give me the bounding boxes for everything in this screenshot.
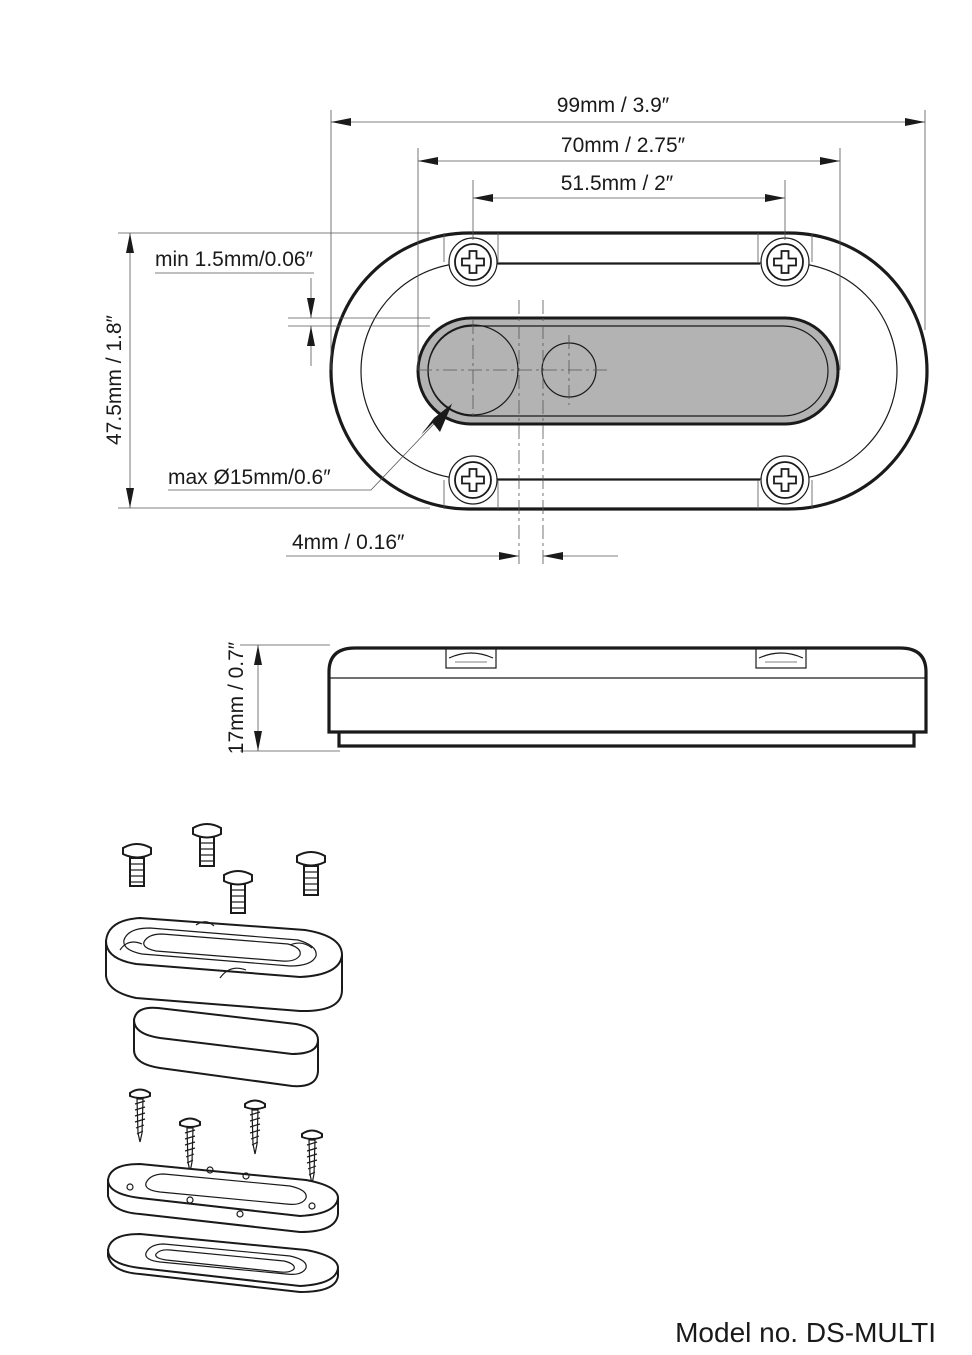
wood-screw-icon bbox=[129, 1088, 151, 1143]
machine-screw-icon bbox=[223, 870, 253, 914]
dim-screw-spacing-inner: 51.5mm / 2″ bbox=[561, 172, 674, 195]
machine-screw-icon bbox=[296, 851, 326, 896]
side-body-outline bbox=[327, 646, 928, 734]
wood-screw-icon bbox=[244, 1099, 266, 1155]
screw-icon bbox=[448, 455, 498, 505]
dim-max-cable-diameter: max Ø15mm/0.6″ bbox=[168, 466, 331, 489]
side-view: 17mm / 0.7″ bbox=[225, 641, 928, 754]
dim-height: 47.5mm / 1.8″ bbox=[103, 314, 126, 445]
dim-overall-length: 99mm / 3.9″ bbox=[557, 94, 670, 117]
dim-min-clearance: min 1.5mm/0.06″ bbox=[155, 248, 314, 271]
dim-slot-width: 4mm / 0.16″ bbox=[292, 531, 405, 554]
cable-seal bbox=[416, 316, 840, 426]
wood-screw-icon bbox=[301, 1129, 323, 1185]
wood-screw-icon bbox=[179, 1117, 201, 1173]
machine-screw-icon bbox=[122, 843, 152, 887]
machine-screw-icon bbox=[192, 823, 222, 867]
dim-screw-spacing-outer: 70mm / 2.75″ bbox=[561, 134, 686, 157]
model-number: Model no. DS-MULTI bbox=[675, 1317, 936, 1348]
screw-icon bbox=[760, 237, 810, 287]
base-plate bbox=[106, 1162, 340, 1234]
exploded-view bbox=[104, 823, 344, 1294]
gasket bbox=[106, 1232, 340, 1294]
cover-plate bbox=[104, 916, 344, 1013]
inner-recess-outline bbox=[360, 262, 898, 480]
dim-thickness: 17mm / 0.7″ bbox=[225, 641, 248, 754]
rubber-seal bbox=[132, 1006, 320, 1088]
screw-icon bbox=[760, 455, 810, 505]
screw-icon bbox=[448, 237, 498, 287]
outer-body-outline bbox=[329, 231, 929, 511]
top-view: 99mm / 3.9″ 70mm / 2.75″ 51.5mm / 2″ min… bbox=[103, 94, 929, 565]
